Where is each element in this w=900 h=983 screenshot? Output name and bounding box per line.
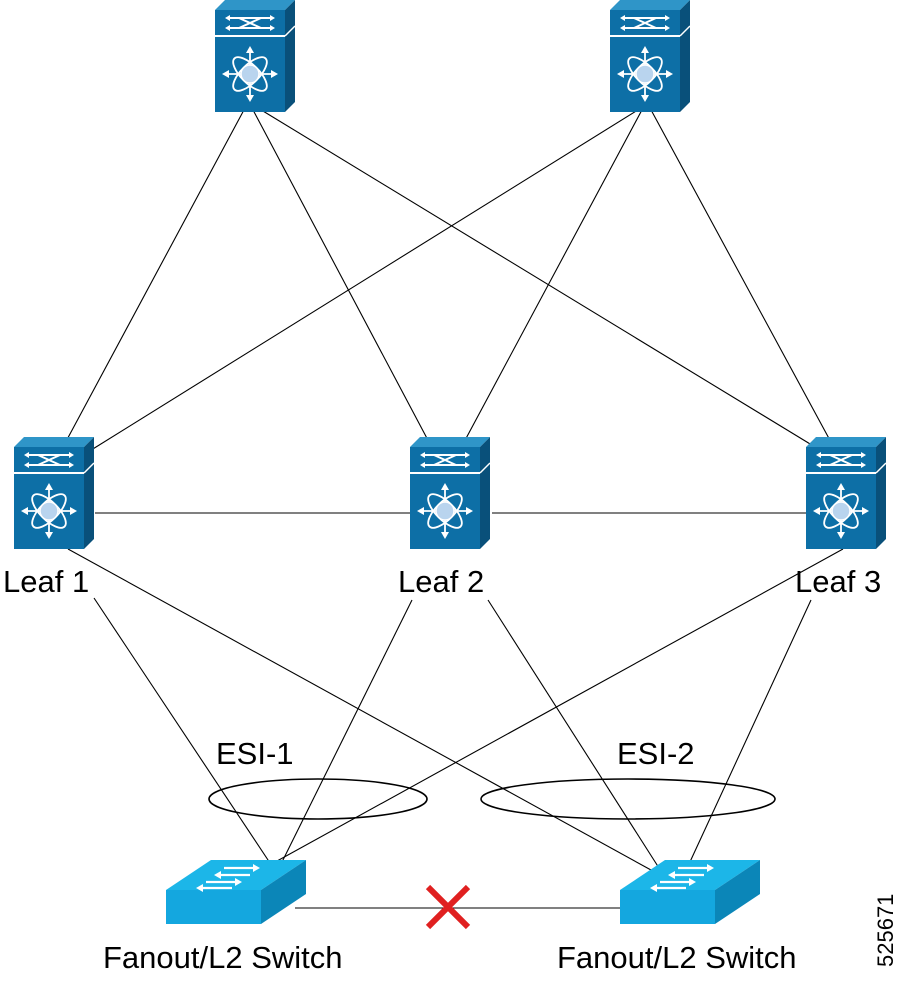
fanout-1-switch-icon <box>166 858 306 926</box>
esi-2-ring <box>480 778 776 820</box>
leaf-1-label: Leaf 1 <box>3 564 89 599</box>
spine-2-switch-icon <box>610 0 690 112</box>
esi-1-label: ESI-1 <box>216 736 294 771</box>
leaf-3-switch-icon <box>806 437 886 549</box>
fanout-2-label: Fanout/L2 Switch <box>557 940 797 975</box>
leaf-2-switch-icon <box>410 437 490 549</box>
spine-leaf-links <box>62 107 833 453</box>
link-spine1-leaf2 <box>251 107 431 445</box>
link-leaf1-fanout2 <box>67 548 652 871</box>
link-leaf1-fanout1 <box>93 597 273 867</box>
link-spine1-leaf1 <box>62 107 246 448</box>
figure-id: 525671 <box>873 894 898 967</box>
link-leaf3-fanout2 <box>688 599 812 865</box>
link-spine1-leaf3 <box>257 107 821 451</box>
red-x-icon <box>425 884 471 930</box>
esi-2-label: ESI-2 <box>617 736 695 771</box>
link-spine2-leaf3 <box>649 107 833 445</box>
link-spine2-leaf2 <box>462 107 644 445</box>
spine-1-switch-icon <box>215 0 295 112</box>
leaf-2-label: Leaf 2 <box>398 564 484 599</box>
link-spine2-leaf1 <box>87 107 642 453</box>
fanout-1-label: Fanout/L2 Switch <box>103 940 343 975</box>
link-leaf2-fanout2 <box>487 599 660 869</box>
link-leaf2-fanout1 <box>279 599 413 867</box>
esi-1-ring <box>208 778 428 820</box>
leaf-3-label: Leaf 3 <box>795 564 881 599</box>
link-leaf3-fanout1 <box>267 548 844 867</box>
fanout-2-switch-icon <box>620 858 760 926</box>
leaf-1-switch-icon <box>14 437 94 549</box>
